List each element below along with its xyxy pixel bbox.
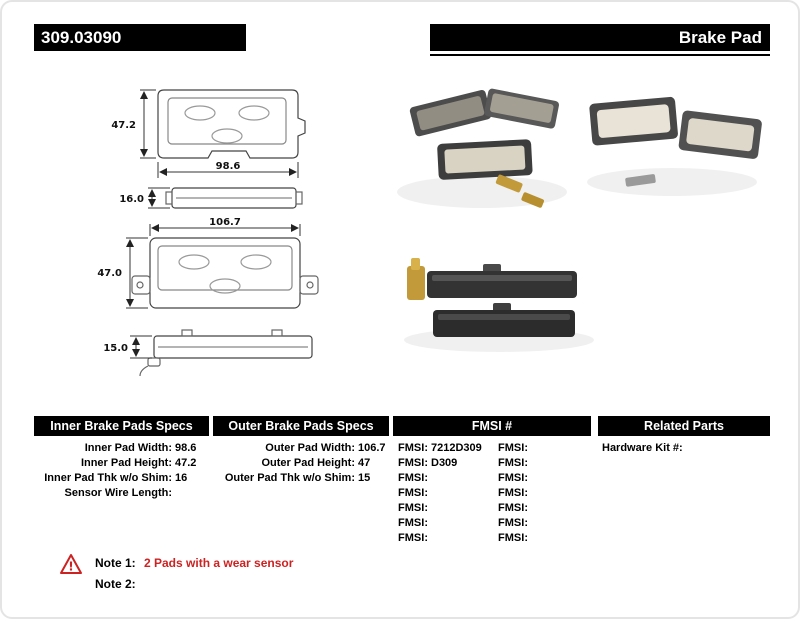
fmsi-rows-col1: FMSI:7212D309 FMSI:D309 FMSI: FMSI: FMSI… (394, 441, 482, 546)
outer-specs-rows: Outer Pad Width:106.7 Outer Pad Height:4… (211, 441, 393, 486)
inner-specs-rows: Inner Pad Width:98.6 Inner Pad Height:47… (34, 441, 214, 501)
part-number: 309.03090 (41, 28, 122, 47)
related-label: Hardware Kit #: (602, 442, 683, 454)
spec-row: Outer Pad Height:47 (211, 456, 393, 471)
fmsi-value: D309 (431, 457, 458, 469)
fmsi-label: FMSI: (498, 487, 528, 499)
spec-row: Inner Pad Width:98.6 (34, 441, 214, 456)
dim-outer-width: 106.7 (209, 217, 241, 228)
spec-label: Outer Pad Thk w/o Shim: (224, 472, 355, 484)
spec-label: Sensor Wire Length: (64, 487, 172, 499)
gold-hardware-clips (495, 174, 544, 208)
fmsi-row: FMSI: (394, 531, 482, 546)
fmsi-row: FMSI: (494, 456, 531, 471)
header-rule (430, 54, 770, 56)
fmsi-row: FMSI: (494, 501, 531, 516)
spec-value: 16 (175, 472, 188, 484)
product-title-bar: Brake Pad (430, 24, 770, 51)
fmsi-label: FMSI: (398, 487, 428, 499)
product-photos (397, 88, 762, 352)
spec-row: Outer Pad Thk w/o Shim:15 (211, 471, 393, 486)
gold-wear-sensor (407, 258, 425, 300)
spec-row: Outer Pad Width:106.7 (211, 441, 393, 456)
fmsi-label: FMSI: (398, 442, 428, 454)
spec-label: Inner Pad Height: (80, 457, 172, 469)
spec-row: Sensor Wire Length: (34, 486, 214, 501)
dim-inner-thickness: 16.0 (119, 194, 144, 205)
fmsi-row: FMSI: (494, 441, 531, 456)
fmsi-label: FMSI: (498, 472, 528, 484)
fmsi-label: FMSI: (498, 442, 528, 454)
fmsi-row: FMSI: (494, 486, 531, 501)
fmsi-label: FMSI: (398, 517, 428, 529)
fmsi-label: FMSI: (398, 472, 428, 484)
fmsi-row: FMSI: (394, 486, 482, 501)
inner-pad-front-drawing (157, 89, 306, 159)
fmsi-label: FMSI: (398, 502, 428, 514)
dim-inner-width: 98.6 (216, 161, 241, 172)
photo-pads-angled (397, 88, 567, 208)
spec-value: 106.7 (358, 442, 386, 454)
related-row: Hardware Kit #: (602, 441, 686, 456)
spec-row: Inner Pad Thk w/o Shim:16 (34, 471, 214, 486)
outer-specs-header: Outer Brake Pads Specs (213, 416, 389, 436)
outer-pad-edge-drawing (139, 329, 313, 377)
outer-pad-front-drawing (131, 237, 319, 309)
spec-label: Inner Pad Width: (84, 442, 172, 454)
fmsi-row: FMSI: (494, 516, 531, 531)
page-title: Brake Pad (678, 28, 762, 47)
note1-label: Note 1: (95, 556, 136, 570)
fmsi-label: FMSI: (498, 457, 528, 469)
fmsi-label: FMSI: (498, 517, 528, 529)
fmsi-label: FMSI: (398, 532, 428, 544)
spec-label: Inner Pad Thk w/o Shim: (44, 472, 172, 484)
spec-value: 15 (358, 472, 371, 484)
dim-outer-thickness: 15.0 (103, 343, 128, 354)
fmsi-rows-col2: FMSI: FMSI: FMSI: FMSI: FMSI: FMSI: FMSI… (494, 441, 531, 546)
fmsi-row: FMSI: (394, 471, 482, 486)
spec-value: 47.2 (175, 457, 197, 469)
inner-specs-header: Inner Brake Pads Specs (34, 416, 209, 436)
fmsi-row: FMSI:7212D309 (394, 441, 482, 456)
fmsi-header: FMSI # (393, 416, 591, 436)
warning-icon: ! (60, 554, 82, 574)
fmsi-row: FMSI:D309 (394, 456, 482, 471)
fmsi-label: FMSI: (498, 502, 528, 514)
fmsi-row: FMSI: (494, 471, 531, 486)
fmsi-row: FMSI: (394, 501, 482, 516)
part-number-bar: 309.03090 (34, 24, 246, 51)
technical-drawings: 47.2 98.6 16.0 106.7 (97, 89, 319, 377)
note2-label: Note 2: (95, 577, 136, 591)
spec-label: Outer Pad Height: (261, 457, 355, 469)
fmsi-label: FMSI: (498, 532, 528, 544)
spec-row: Inner Pad Height:47.2 (34, 456, 214, 471)
inner-pad-edge-drawing (165, 187, 303, 209)
note1-text: 2 Pads with a wear sensor (144, 556, 294, 570)
photo-pads-stacked (404, 258, 594, 352)
svg-text:!: ! (68, 560, 73, 574)
spec-value: 98.6 (175, 442, 197, 454)
dim-outer-height: 47.0 (97, 268, 122, 279)
dim-inner-height: 47.2 (111, 120, 136, 131)
spec-value: 47 (358, 457, 371, 469)
photo-pads-pair (587, 96, 762, 196)
spec-label: Outer Pad Width: (265, 442, 355, 454)
fmsi-row: FMSI: (494, 531, 531, 546)
related-parts-rows: Hardware Kit #: (602, 441, 686, 456)
fmsi-label: FMSI: (398, 457, 428, 469)
fmsi-row: FMSI: (394, 516, 482, 531)
related-parts-header: Related Parts (598, 416, 770, 436)
fmsi-value: 7212D309 (431, 442, 482, 454)
